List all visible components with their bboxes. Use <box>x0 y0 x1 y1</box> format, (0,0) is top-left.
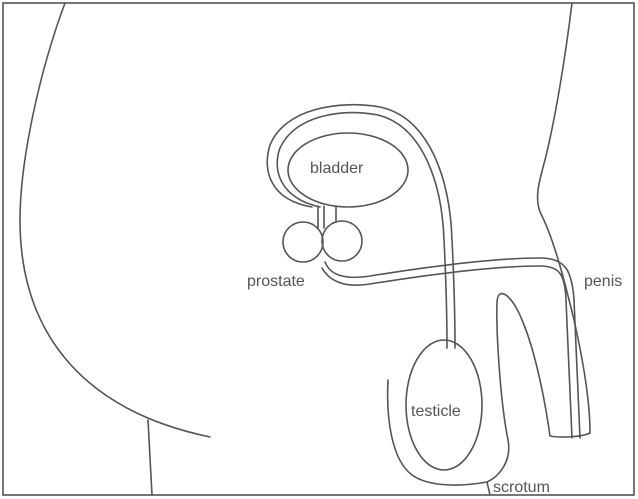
vas-deferens-inner <box>277 113 447 348</box>
diagram-border <box>3 3 634 495</box>
label-bladder: bladder <box>310 160 364 177</box>
prostate-lobe-left <box>283 222 323 262</box>
body-outline-back <box>20 3 210 437</box>
prostate-lobe-right <box>322 221 362 261</box>
body-outline-front <box>538 3 590 433</box>
label-testicle: testicle <box>411 403 461 420</box>
label-prostate: prostate <box>247 273 305 290</box>
scrotum-outline <box>388 380 490 495</box>
label-penis: penis <box>584 273 622 290</box>
bladder-neck <box>318 206 336 228</box>
vas-deferens-outer <box>267 105 455 348</box>
label-scrotum: scrotum <box>493 479 550 496</box>
body-outline-leg <box>148 420 152 495</box>
